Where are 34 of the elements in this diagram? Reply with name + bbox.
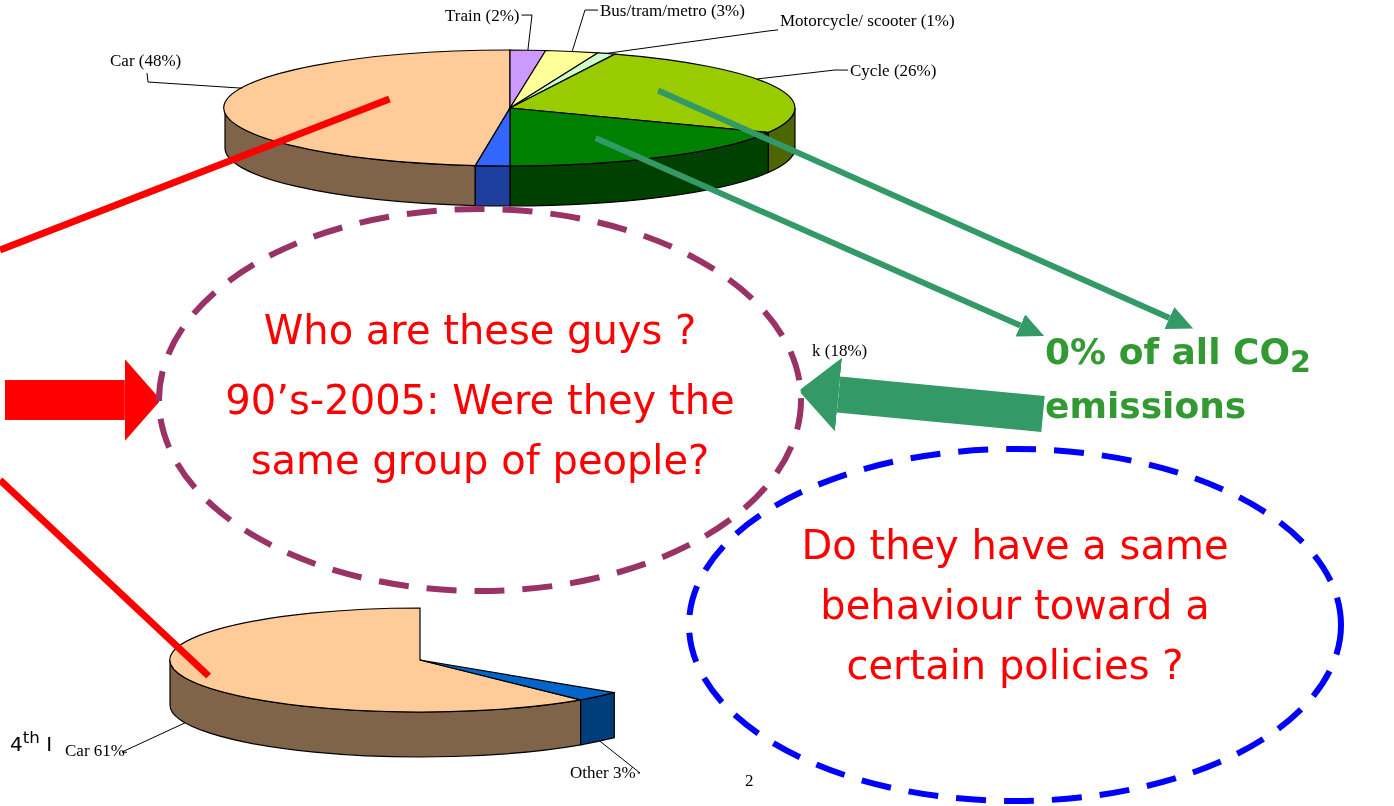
- dashed-ellipse: [155, 205, 805, 595]
- chart-label: Train (2%): [445, 5, 520, 26]
- chart-label: k (18%): [812, 340, 868, 361]
- question-text: 90’s-2005: Were they the same group of people?: [224, 376, 736, 485]
- leader-line: [121, 722, 186, 753]
- leader-line: [571, 9, 599, 52]
- arrow: [656, 87, 1194, 329]
- connector-line: [0, 95, 391, 254]
- arrow: [594, 135, 1045, 337]
- chart-label: Car (48%): [110, 50, 182, 71]
- chart-label: Cycle (26%): [850, 60, 937, 81]
- chart-label: Motorcycle/ scooter (1%): [780, 10, 955, 31]
- leader-line: [756, 69, 849, 80]
- pie-slice: [509, 107, 769, 207]
- pie-slice: [474, 107, 511, 207]
- pie-slice: [509, 49, 599, 109]
- question-text: Do they have a same behaviour toward a certain policies ?: [800, 521, 1230, 690]
- callout-text: 0% of all CO$_{2}$ emissions: [1045, 330, 1390, 429]
- connector-line: [0, 477, 211, 679]
- chart-label: Car 61%: [65, 740, 125, 761]
- leader-line: [146, 72, 243, 89]
- pie-slice: [509, 53, 796, 174]
- chart-label: 4$^{th}$ I: [10, 728, 53, 756]
- leader-line: [599, 740, 641, 774]
- leader-line: [521, 14, 533, 51]
- chart-label: Bus/tram/metro (3%): [600, 0, 745, 21]
- pie-slice: [169, 607, 582, 758]
- pie-slice: [223, 49, 511, 207]
- pie-slice: [419, 659, 615, 746]
- chart-label: 2: [745, 770, 754, 791]
- leader-line: [606, 29, 779, 54]
- pie-slice: [509, 49, 547, 109]
- chart-label: Other 3%: [570, 762, 636, 783]
- question-text: Who are these guys ?: [262, 306, 698, 355]
